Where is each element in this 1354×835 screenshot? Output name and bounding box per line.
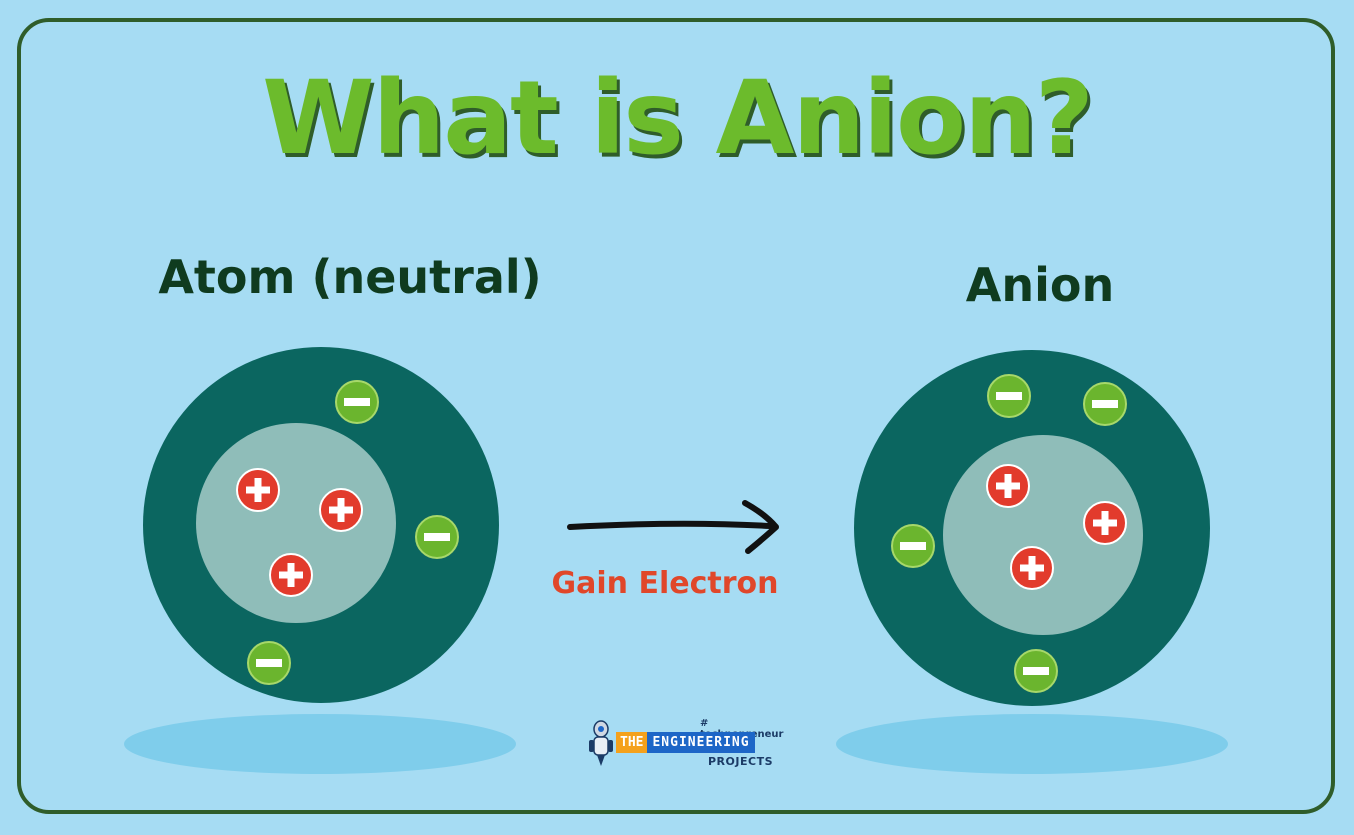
anion (854, 350, 1210, 706)
left-shadow (124, 714, 516, 774)
proton (986, 464, 1030, 508)
electron (247, 641, 291, 685)
neutral-atom-label: Atom (neutral) (158, 250, 542, 304)
electron (415, 515, 459, 559)
border-frame (17, 18, 1335, 814)
electron (987, 374, 1031, 418)
neutral-atom (143, 347, 499, 703)
proton (236, 468, 280, 512)
proton (1010, 546, 1054, 590)
arrow-icon (567, 500, 779, 554)
robot-icon (589, 720, 613, 766)
right-shadow (836, 714, 1228, 774)
logo-engineering: ENGINEERING (647, 732, 755, 753)
logo-wordmark: THE ENGINEERING (616, 732, 755, 753)
anion-label: Anion (965, 258, 1115, 312)
proton (1083, 501, 1127, 545)
electron (1083, 382, 1127, 426)
page-title: What is Anion? (262, 59, 1094, 178)
electron (335, 380, 379, 424)
logo-projects: PROJECTS (708, 755, 773, 768)
proton (319, 488, 363, 532)
proton (269, 553, 313, 597)
electron (1014, 649, 1058, 693)
electron (891, 524, 935, 568)
gain-electron-label: Gain Electron (551, 566, 779, 601)
brand-logo: # technopreneur THE ENGINEERING PROJECTS (586, 718, 783, 770)
logo-the: THE (616, 732, 648, 753)
